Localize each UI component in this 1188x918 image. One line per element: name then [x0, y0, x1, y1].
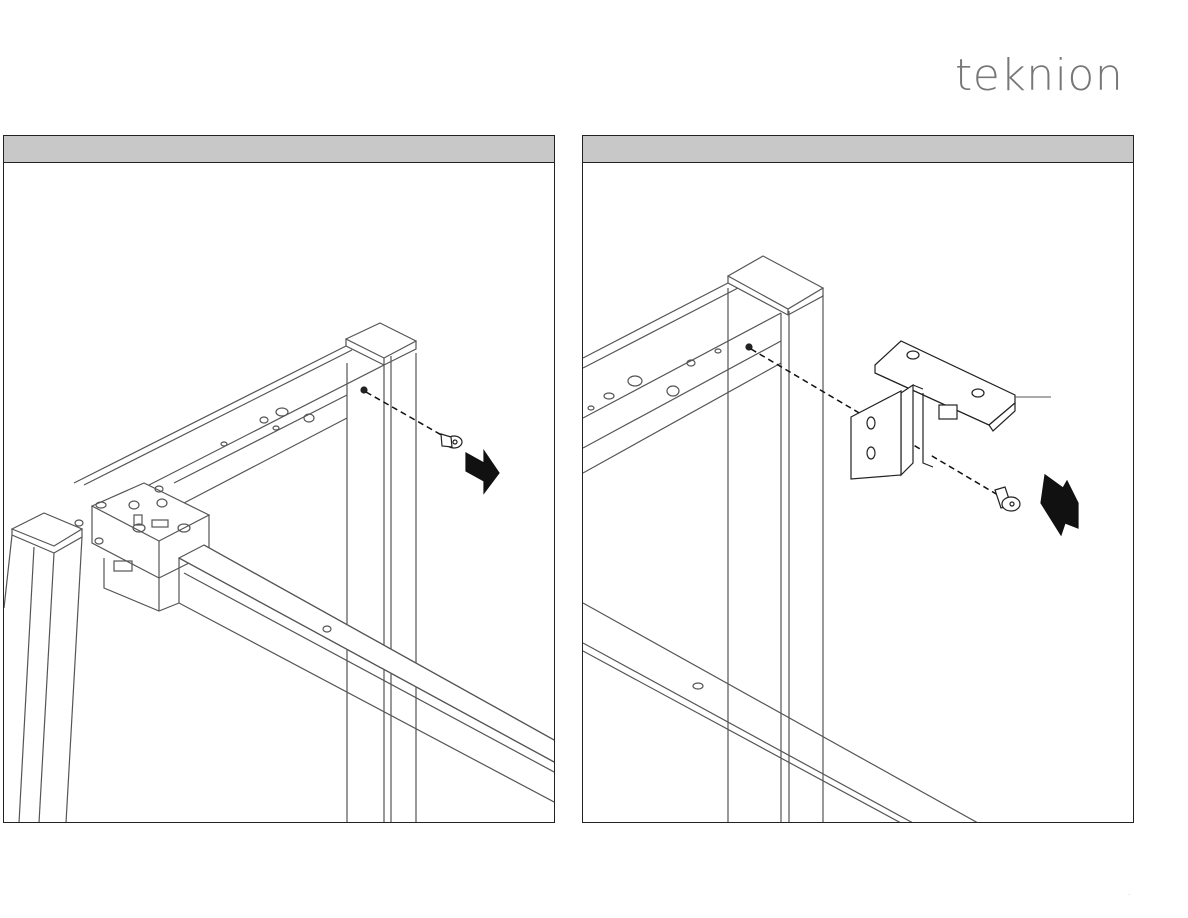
panel-header-right [583, 136, 1133, 163]
instruction-panel-left [3, 135, 555, 823]
cross-rail [179, 545, 555, 803]
screw-icon [441, 434, 462, 448]
post-cap-right [346, 323, 416, 365]
frame-illustration-left [4, 163, 555, 823]
top-rail [583, 283, 781, 473]
screw-icon [995, 487, 1020, 511]
panel-header-left [4, 136, 554, 163]
vertical-post [728, 288, 823, 823]
top-rail [74, 346, 384, 508]
corner-connector [75, 483, 209, 611]
instruction-panel-right [582, 135, 1134, 823]
post-cap [728, 256, 823, 315]
left-leg [4, 513, 82, 823]
teknion-logo: teknion [955, 52, 1130, 100]
page-mark: · [1128, 892, 1130, 898]
mounting-bracket [851, 341, 1015, 479]
arrow-out-icon [466, 451, 499, 493]
vertical-post [347, 353, 416, 823]
guide-dashed-line [366, 392, 452, 441]
arrow-in-icon [1041, 475, 1078, 535]
frame-illustration-right [583, 163, 1134, 823]
